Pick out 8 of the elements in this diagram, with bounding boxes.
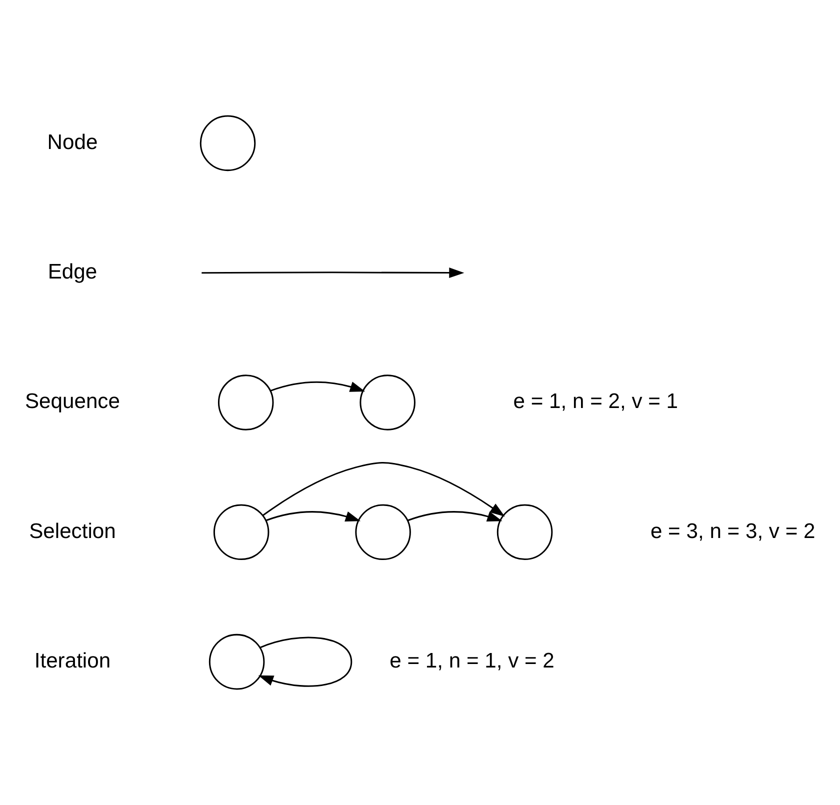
- label: e = 1, n = 1, v = 2: [390, 649, 554, 672]
- legend-label: Edge: [48, 260, 98, 284]
- label: e = 3, n = 3, v = 2: [650, 520, 816, 543]
- label: Selection: [29, 520, 116, 543]
- label: Node: [47, 130, 98, 154]
- label: Sequence: [24, 390, 120, 414]
- label: e = 1, n = 2, v = 1: [513, 390, 678, 414]
- label: Iteration: [34, 649, 111, 672]
